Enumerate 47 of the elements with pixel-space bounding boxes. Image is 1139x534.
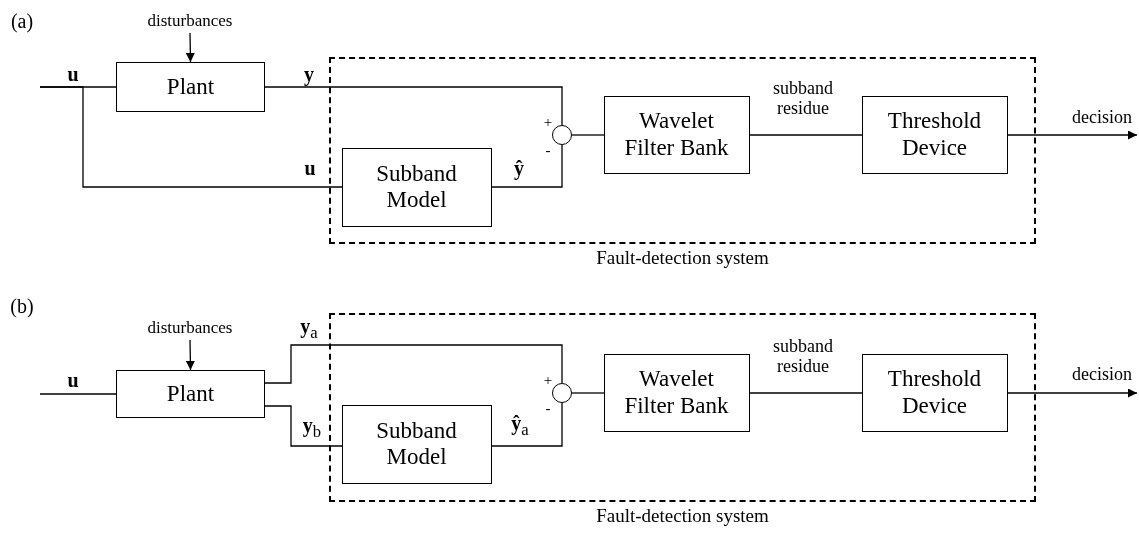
summing-junction <box>551 382 572 403</box>
input-label: disturbances <box>140 11 240 33</box>
arrow <box>1007 388 1138 398</box>
edge-label: subband residue <box>773 337 833 377</box>
arrow <box>185 32 195 63</box>
signal-line <box>39 86 343 188</box>
group-caption: Fault-detection system <box>595 247 770 269</box>
sign-label: + <box>543 113 553 131</box>
signal-line <box>491 144 563 188</box>
signal-line <box>491 402 563 447</box>
arrow <box>1007 130 1138 140</box>
edge-label: ŷ <box>514 157 524 179</box>
edge-label: subband residue <box>773 79 833 119</box>
signal-line <box>39 393 117 395</box>
process-box: Plant <box>116 370 265 418</box>
summing-junction <box>551 124 572 145</box>
edge-label: decision <box>1072 365 1132 385</box>
panel-label: (a) <box>10 9 34 33</box>
process-box: Threshold Device <box>861 353 1008 432</box>
edge-label: y <box>304 63 314 85</box>
process-box: Wavelet Filter Bank <box>603 95 750 174</box>
process-box: Threshold Device <box>861 95 1008 174</box>
process-box: Plant <box>116 62 265 112</box>
signal-line <box>264 405 343 447</box>
process-box: Subband Model <box>341 404 492 484</box>
edge-label: ŷ$_{a}$ <box>511 412 529 440</box>
process-box: Wavelet Filter Bank <box>603 353 750 432</box>
panel-label: (b) <box>10 294 34 318</box>
input-label: disturbances <box>140 318 240 340</box>
edge-label: u <box>67 63 79 85</box>
signal-line <box>264 86 563 126</box>
signal-line <box>571 134 605 136</box>
arrow <box>185 339 195 371</box>
edge-label: y$_{b}$ <box>302 414 322 442</box>
edge-label: u <box>67 369 79 391</box>
group-caption: Fault-detection system <box>595 505 770 527</box>
process-box: Subband Model <box>341 147 492 227</box>
edge-label: u <box>304 157 316 179</box>
sign-label: - <box>545 141 551 159</box>
sign-label: - <box>545 399 551 417</box>
signal-line <box>571 392 605 394</box>
edge-label: decision <box>1072 108 1132 128</box>
signal-line <box>749 134 863 136</box>
sign-label: + <box>543 371 553 389</box>
signal-line <box>264 344 563 384</box>
signal-line <box>749 392 863 394</box>
edge-label: y$_{a}$ <box>300 315 318 343</box>
